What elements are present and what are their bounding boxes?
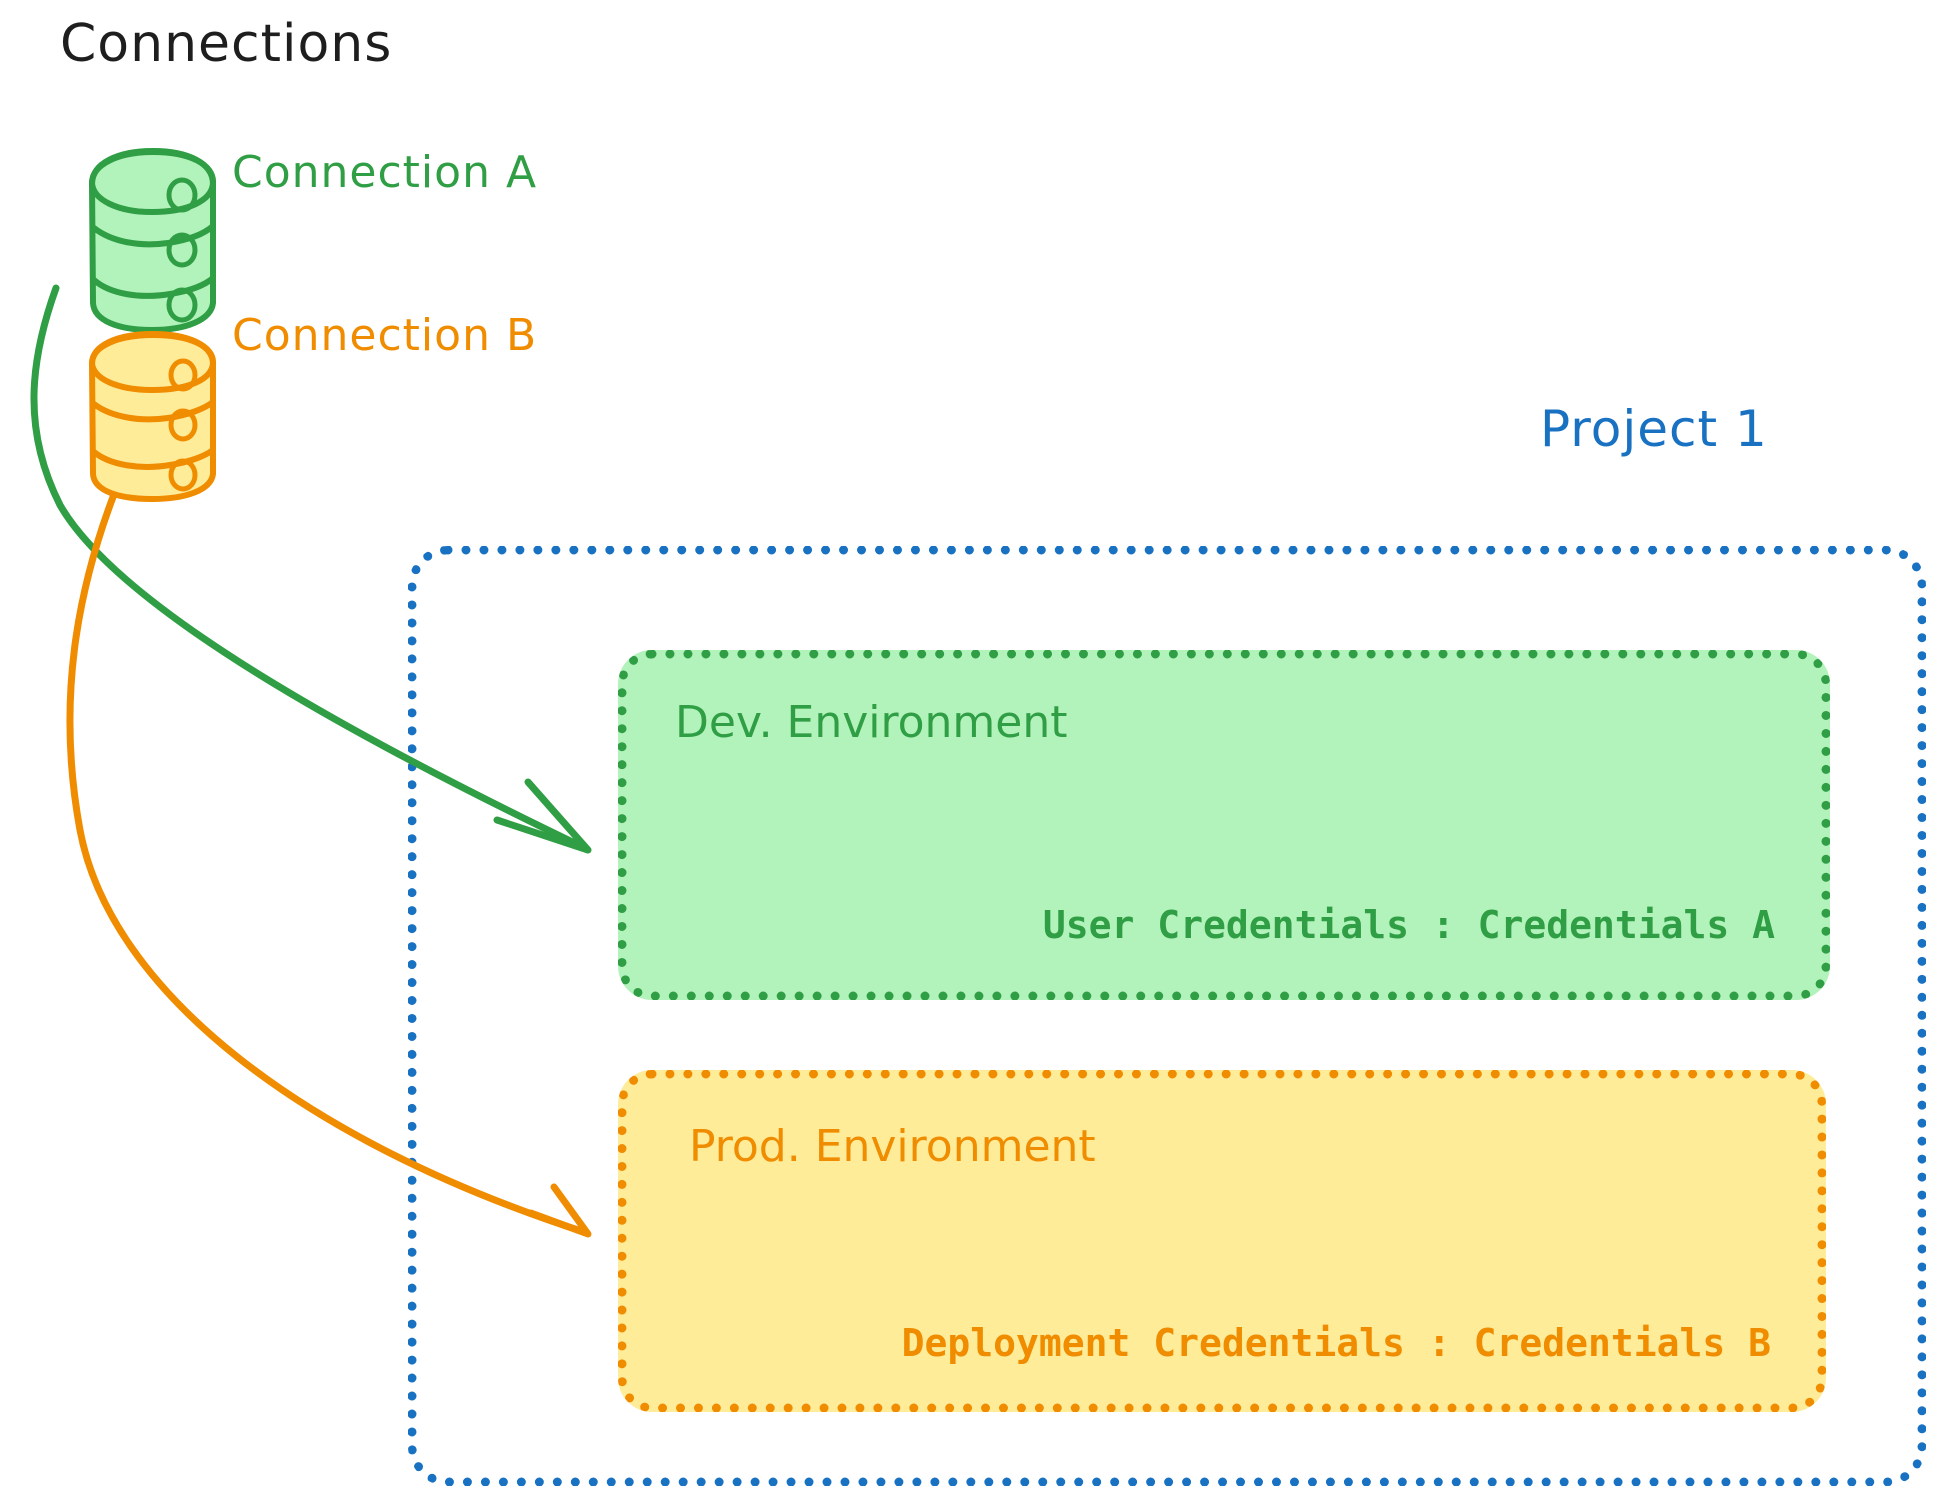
arrow-connection-b-to-prod-environment[interactable] [66,493,592,1238]
page-title: Connections [60,14,393,74]
project-title: Project 1 [1540,400,1768,458]
database-cylinder-icon-connection-b[interactable] [89,331,216,502]
database-cylinder-icon-connection-a[interactable] [89,148,216,333]
prod-environment-credentials: Deployment Credentials : Credentials B [901,1321,1771,1365]
dev-environment-box[interactable]: Dev. Environment User Credentials : Cred… [618,650,1830,1000]
dev-environment-title: Dev. Environment [675,697,1068,748]
dev-environment-credentials: User Credentials : Credentials A [1042,903,1775,947]
prod-environment-title: Prod. Environment [689,1121,1096,1172]
connection-b-label: Connection B [232,310,538,361]
project-container [408,546,1926,1486]
arrow-connection-a-to-dev-environment[interactable] [30,284,592,854]
connection-a-label: Connection A [232,147,538,198]
prod-environment-box[interactable]: Prod. Environment Deployment Credentials… [618,1070,1826,1412]
